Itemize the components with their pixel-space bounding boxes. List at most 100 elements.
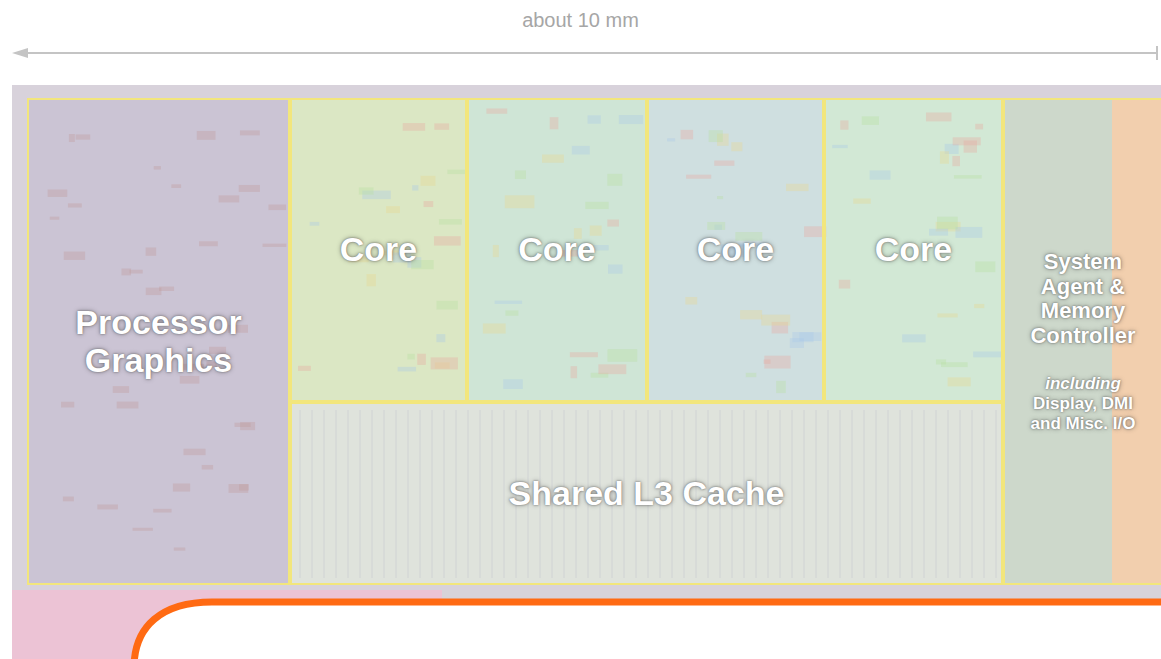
cache-array-line (480, 410, 481, 578)
cache-array-line (888, 410, 889, 578)
graphics-area (27, 98, 290, 585)
circuit-block (550, 117, 559, 129)
circuit-block (503, 379, 523, 389)
circuit-block (776, 381, 786, 393)
circuit-block (505, 195, 535, 208)
circuit-block (746, 373, 757, 377)
cache-array-line (384, 410, 385, 578)
circuit-block (117, 402, 139, 409)
circuit-block (173, 483, 190, 491)
die-region: Core (290, 98, 467, 402)
cache-array-line (396, 410, 397, 578)
circuit-block (97, 504, 118, 509)
die-region: Processor Graphics (27, 98, 290, 585)
circuit-block (359, 187, 374, 194)
cache-array-line (372, 410, 373, 578)
circuit-block (840, 120, 848, 129)
cache-array-line (348, 410, 349, 578)
circuit-block (495, 301, 522, 304)
circuit-block (731, 142, 742, 151)
circuit-block (50, 217, 60, 220)
circuit-block (786, 184, 808, 191)
circuit-block (515, 170, 526, 179)
circuit-block (571, 366, 578, 378)
die-region: System Agent & Memory Controllerincludin… (1003, 98, 1161, 585)
circuit-block (398, 367, 416, 372)
circuit-block (202, 465, 213, 470)
circuit-block (174, 547, 186, 550)
cache-array-line (468, 410, 469, 578)
circuit-block (973, 352, 1002, 358)
agent-area (1003, 98, 1161, 585)
cache-array-line (432, 410, 433, 578)
circuit-block (219, 195, 240, 202)
circuit-block (681, 130, 694, 139)
dimension-line (22, 52, 1157, 54)
circuit-block (133, 528, 153, 531)
cache-array-line (936, 410, 937, 578)
circuit-block (667, 138, 675, 141)
cache-array-line (840, 410, 841, 578)
circuit-block (764, 356, 790, 369)
circuit-block (367, 274, 376, 286)
circuit-block (955, 227, 982, 238)
circuit-block (483, 323, 506, 333)
region-label: Core (875, 231, 952, 268)
cache-array-line (324, 410, 325, 578)
cache-array-line (456, 410, 457, 578)
cache-array-line (408, 410, 409, 578)
circuit-block (572, 146, 590, 155)
circuit-block (790, 338, 804, 348)
circuit-block (608, 264, 622, 273)
cache-array-line (816, 410, 817, 578)
circuit-block (607, 349, 637, 362)
circuit-block (153, 509, 171, 513)
circuit-block (740, 310, 762, 319)
dimension-label: about 10 mm (0, 9, 1161, 32)
circuit-block (48, 189, 68, 197)
circuit-block (832, 145, 848, 148)
circuit-block (262, 244, 286, 247)
circuit-block (407, 354, 414, 360)
circuit-block (588, 115, 601, 123)
die-region: Core (647, 98, 824, 402)
cache-array-line (492, 410, 493, 578)
circuit-block (493, 245, 499, 257)
circuit-block (862, 116, 879, 125)
circuit-block (240, 130, 260, 135)
cache-array-line (792, 410, 793, 578)
region-label: Display, DMI and Misc. I/O (1029, 394, 1137, 433)
cache-array-line (852, 410, 853, 578)
dimension-arrowhead (12, 48, 28, 58)
circuit-block (486, 108, 507, 113)
circuit-block (709, 130, 723, 142)
circuit-block (686, 175, 711, 179)
cache-array-line (972, 410, 973, 578)
die-region: Core (467, 98, 647, 402)
circuit-block (68, 203, 82, 207)
circuit-block (941, 362, 968, 367)
cache-area (290, 402, 1003, 585)
cache-array-line (864, 410, 865, 578)
cache-array-line (912, 410, 913, 578)
circuit-block (761, 315, 790, 326)
circuit-block (64, 252, 85, 260)
circuit-block (234, 423, 250, 427)
circuit-block (853, 198, 871, 203)
circuit-block (159, 287, 174, 291)
cache-array-line (312, 410, 313, 578)
core-area (467, 98, 647, 402)
circuit-block (975, 261, 995, 272)
circuit-block (61, 402, 74, 408)
circuit-block (607, 174, 622, 186)
dimension-tick (1156, 46, 1158, 60)
circuit-block (685, 297, 697, 305)
circuit-block (707, 222, 725, 230)
die-region: Core (824, 98, 1003, 402)
region-label: System Agent & Memory Controller (1013, 250, 1153, 349)
circuit-block (239, 484, 249, 490)
circuit-block (386, 206, 400, 213)
circuit-block (974, 304, 984, 308)
cache-array-line (924, 410, 925, 578)
